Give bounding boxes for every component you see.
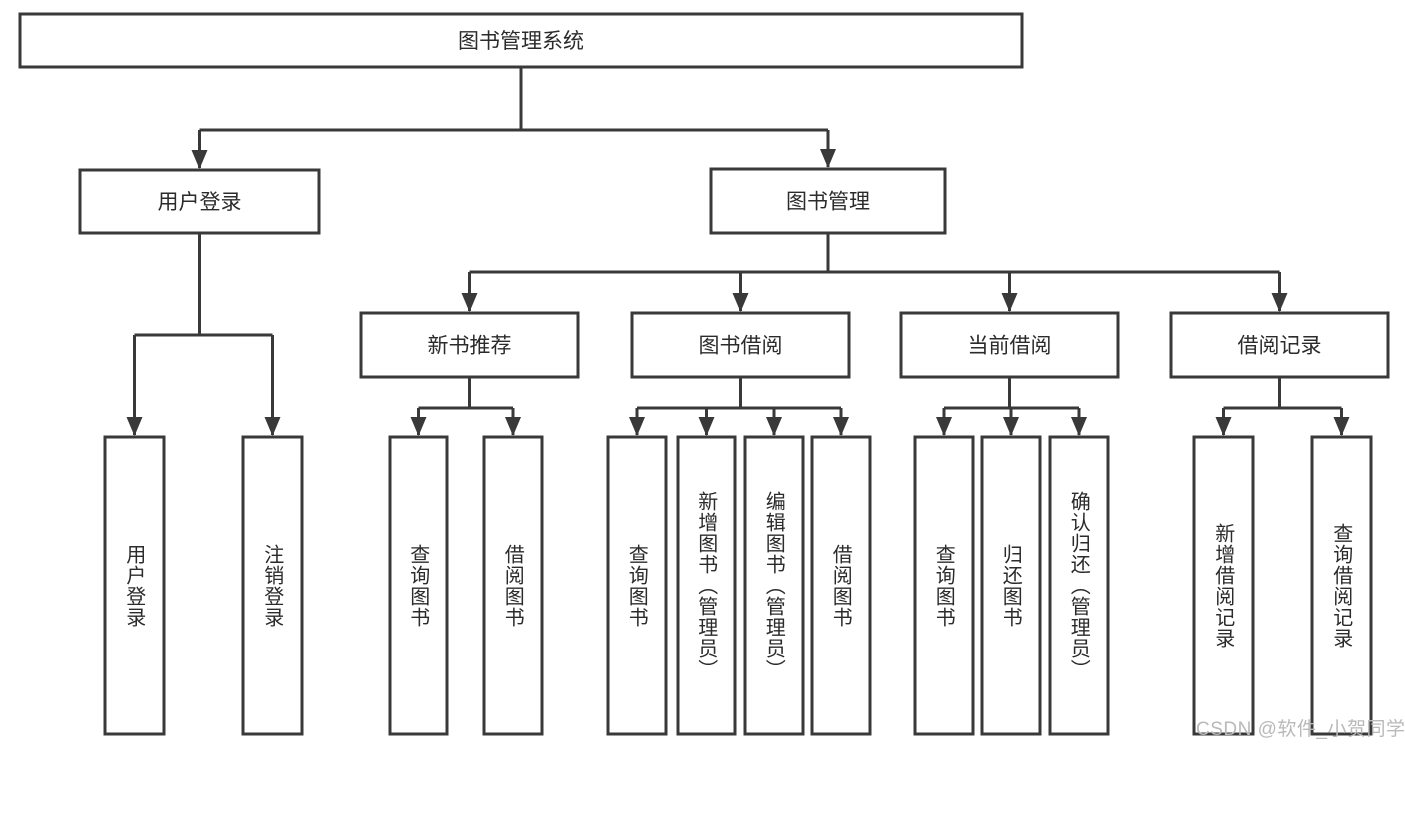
csdn-watermark: CSDN @软件_小贺同学 (1196, 719, 1405, 740)
node-root-label: 图书管理系统 (458, 30, 584, 53)
node-leaf-query-book-3-box (913, 435, 975, 736)
node-user-login-box (78, 168, 321, 235)
node-leaf-query-book-1-box (388, 435, 449, 736)
arrow-head-icon (1333, 417, 1350, 436)
arrow-head-icon (410, 417, 427, 436)
arrow-head-icon (732, 293, 749, 312)
node-root-box (18, 12, 1024, 69)
node-user-login-label: 用户登录 (158, 191, 242, 214)
node-leaf-edit-book-admin-box (743, 435, 805, 736)
node-leaf-borrow-book-1-box (482, 435, 544, 736)
node-book-management-label: 图书管理 (786, 191, 870, 214)
arrow-head-icon (1215, 417, 1232, 436)
arrow-head-icon (505, 417, 521, 436)
arrow-head-icon (833, 417, 849, 436)
node-current-borrow-label: 当前借阅 (968, 335, 1052, 358)
arrow-head-icon (766, 417, 782, 436)
node-leaf-user-login-box (103, 435, 166, 736)
node-leaf-query-borrow-record-box (1310, 435, 1373, 736)
node-leaf-confirm-return-admin-box (1048, 435, 1110, 736)
node-borrow-record-label: 借阅记录 (1238, 335, 1322, 358)
arrow-head-icon (264, 417, 281, 436)
edges-layer (126, 67, 1350, 436)
arrow-head-icon (1003, 417, 1019, 436)
node-leaf-logout-login-box (241, 435, 304, 736)
node-leaf-add-borrow-record-box (1192, 435, 1255, 736)
arrow-head-icon (629, 417, 645, 436)
arrow-head-icon (1271, 293, 1288, 312)
arrow-head-icon (126, 417, 143, 436)
arrow-head-icon (1071, 417, 1087, 436)
arrow-head-icon (191, 150, 208, 169)
node-book-management-box (709, 167, 947, 235)
node-leaf-borrow-book-2-box (810, 435, 872, 736)
arrow-head-icon (936, 417, 952, 436)
arrow-head-icon (1001, 293, 1018, 312)
node-leaf-add-book-admin-box (676, 435, 737, 736)
arrow-head-icon (461, 293, 478, 312)
boxes-layer (18, 12, 1390, 736)
arrow-head-icon (698, 417, 715, 436)
node-new-book-recommend-box (359, 311, 580, 379)
diagram-canvas: 图书管理系统用户登录图书管理新书推荐图书借阅当前借阅借阅记录 用户登录注销登录查… (18, 12, 1405, 740)
node-leaf-query-book-2-box (606, 435, 668, 736)
node-leaf-return-book-box (980, 435, 1042, 736)
arrow-head-icon (820, 149, 836, 168)
node-book-borrow-label: 图书借阅 (699, 335, 783, 358)
node-borrow-record-box (1169, 311, 1390, 379)
node-new-book-recommend-label: 新书推荐 (428, 335, 512, 358)
node-current-borrow-box (899, 311, 1120, 379)
node-book-borrow-box (630, 311, 851, 379)
